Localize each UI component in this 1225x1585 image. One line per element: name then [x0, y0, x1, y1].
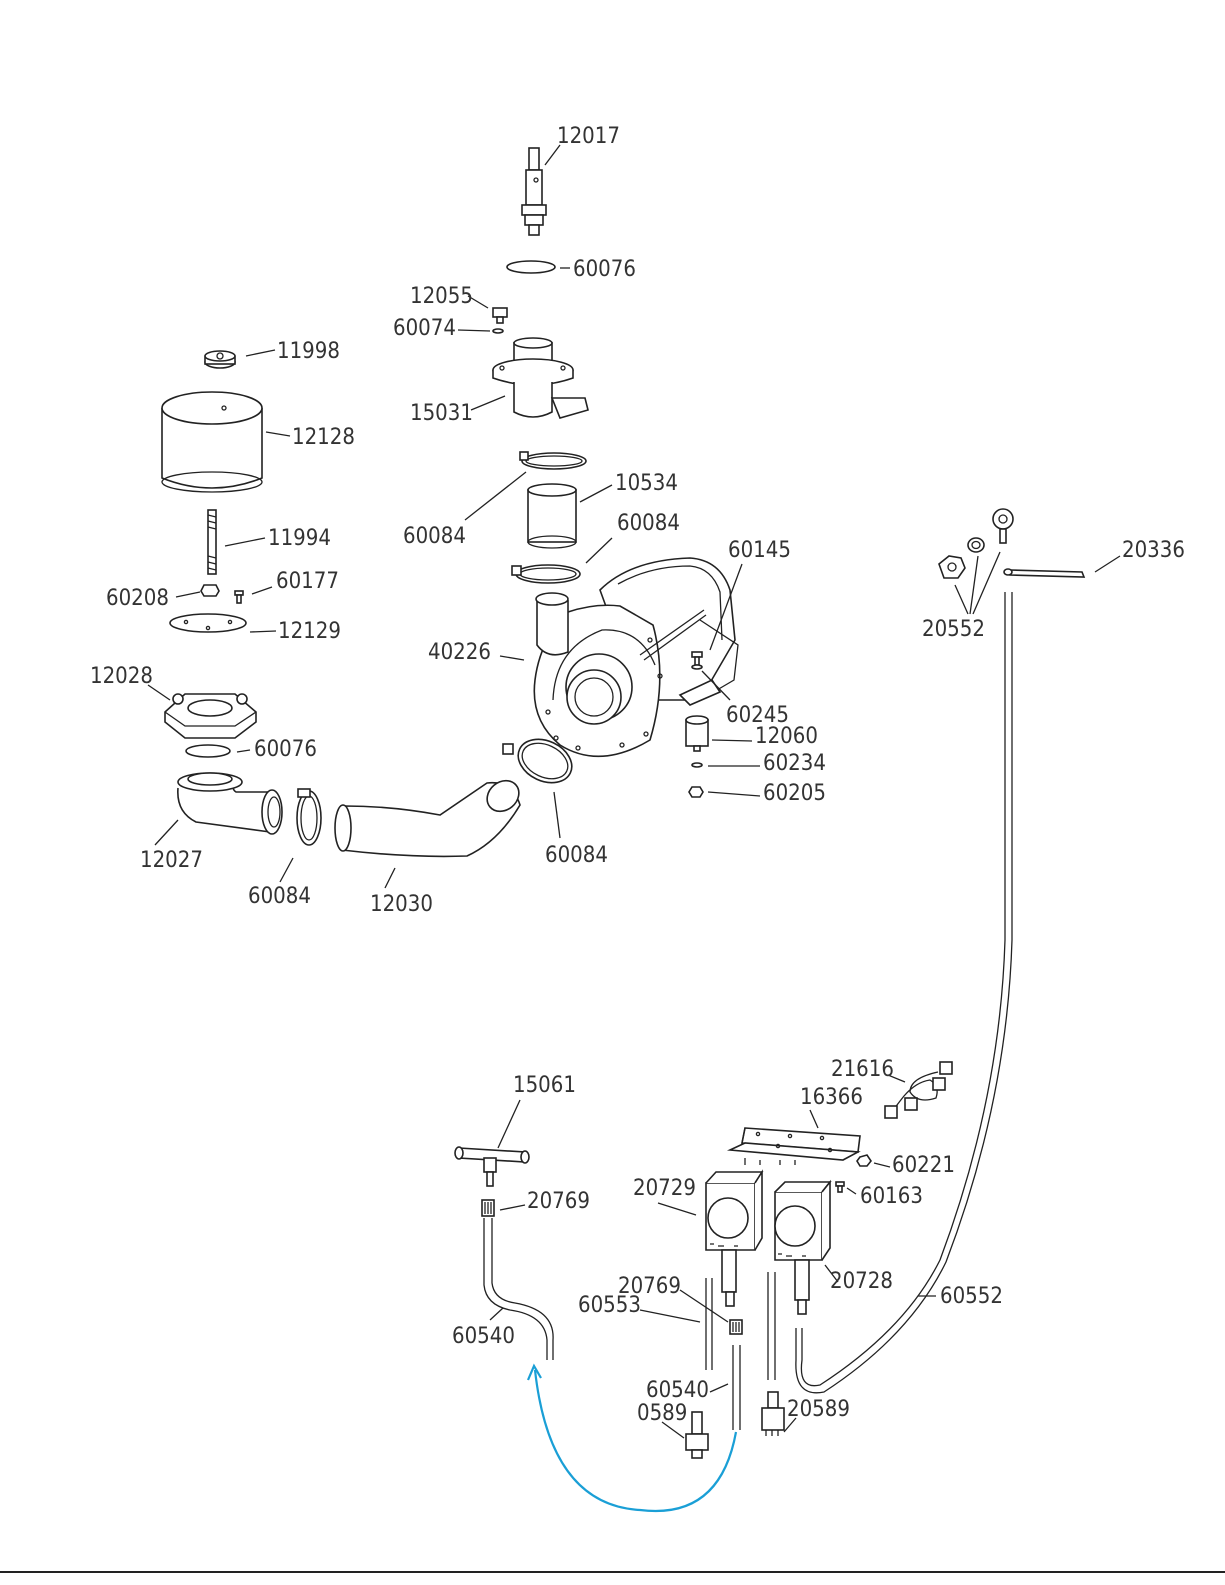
label-12055: 12055 — [410, 284, 473, 309]
label-20769-left: 20769 — [527, 1189, 590, 1214]
label-60084-right: 60084 — [617, 511, 680, 536]
label-12128: 12128 — [292, 425, 355, 450]
part-20769-fitting-center — [730, 1320, 742, 1334]
part-20728-valve — [775, 1182, 830, 1314]
part-12030-hose — [335, 774, 525, 856]
label-60084-lower-left: 60084 — [248, 884, 311, 909]
label-15061: 15061 — [513, 1073, 576, 1098]
part-12128-canister — [162, 392, 262, 492]
part-12060-foot — [686, 716, 708, 751]
label-20769-center: 20769 — [618, 1274, 681, 1299]
part-60084-clamp-upper — [520, 452, 586, 469]
label-60205: 60205 — [763, 781, 826, 806]
label-12060: 12060 — [755, 724, 818, 749]
label-60084-upper: 60084 — [403, 524, 466, 549]
label-16366: 16366 — [800, 1085, 863, 1110]
label-60145: 60145 — [728, 538, 791, 563]
part-60177-screw — [235, 591, 243, 603]
label-20589: 20589 — [787, 1397, 850, 1422]
part-10534-sleeve — [528, 484, 576, 548]
part-60074-washer — [493, 329, 503, 333]
part-60552-tube — [796, 592, 1012, 1393]
label-15031: 15031 — [410, 401, 473, 426]
part-15031-housing — [493, 338, 588, 418]
label-11998: 11998 — [277, 339, 340, 364]
label-60552: 60552 — [940, 1284, 1003, 1309]
label-60234: 60234 — [763, 751, 826, 776]
part-60076-oring-top — [507, 261, 555, 273]
part-60245-washer — [692, 665, 702, 669]
part-60205-nut — [689, 787, 703, 797]
part-12027-elbow — [178, 773, 282, 834]
part-60084-clamp-pump-top — [512, 565, 580, 583]
page-bottom-rule — [0, 1571, 1225, 1573]
label-10534: 10534 — [615, 471, 678, 496]
label-60177: 60177 — [276, 569, 339, 594]
label-12028: 12028 — [90, 664, 153, 689]
label-40226: 40226 — [428, 640, 491, 665]
part-11994-stud — [208, 510, 216, 574]
label-20728: 20728 — [830, 1269, 893, 1294]
part-11998-cap — [205, 351, 235, 368]
label-60221: 60221 — [892, 1153, 955, 1178]
part-15061-tee — [455, 1147, 529, 1186]
part-60540-hose-center — [733, 1345, 740, 1430]
part-12129-plate — [170, 614, 246, 632]
part-20769-fitting-left — [482, 1200, 494, 1216]
label-12030: 12030 — [370, 892, 433, 917]
part-21616-harness — [885, 1062, 952, 1118]
part-60084-clamp-left — [297, 789, 321, 845]
label-60076-mid: 60076 — [254, 737, 317, 762]
label-12017: 12017 — [557, 124, 620, 149]
label-60084-outlet: 60084 — [545, 843, 608, 868]
part-12055-screw — [493, 308, 507, 323]
label-12129: 12129 — [278, 619, 341, 644]
label-60540-left: 60540 — [452, 1324, 515, 1349]
part-16366-bracket — [730, 1128, 860, 1165]
part-60234-washer — [692, 763, 702, 767]
label-11994: 11994 — [268, 526, 331, 551]
part-12028-flange-nut — [165, 694, 256, 738]
part-60221-nut — [857, 1155, 871, 1166]
label-60074: 60074 — [393, 316, 456, 341]
label-60540-center: 60540 — [646, 1378, 709, 1403]
part-20336-probe — [1004, 569, 1084, 577]
part-60076-oring-mid — [186, 745, 230, 757]
label-60163: 60163 — [860, 1184, 923, 1209]
label-20552: 20552 — [922, 617, 985, 642]
label-20729: 20729 — [633, 1176, 696, 1201]
label-0589: 0589 — [637, 1401, 687, 1426]
part-20729-valve — [706, 1172, 762, 1306]
label-21616: 21616 — [831, 1057, 894, 1082]
part-0589-fitting — [686, 1412, 708, 1458]
part-60208-nut — [201, 585, 219, 596]
part-12017-shaft — [522, 148, 546, 235]
label-20336: 20336 — [1122, 538, 1185, 563]
label-12027: 12027 — [140, 848, 203, 873]
label-60208: 60208 — [106, 586, 169, 611]
part-60163-screw — [836, 1182, 844, 1192]
part-20589-fitting — [762, 1392, 784, 1436]
label-60076-top: 60076 — [573, 257, 636, 282]
